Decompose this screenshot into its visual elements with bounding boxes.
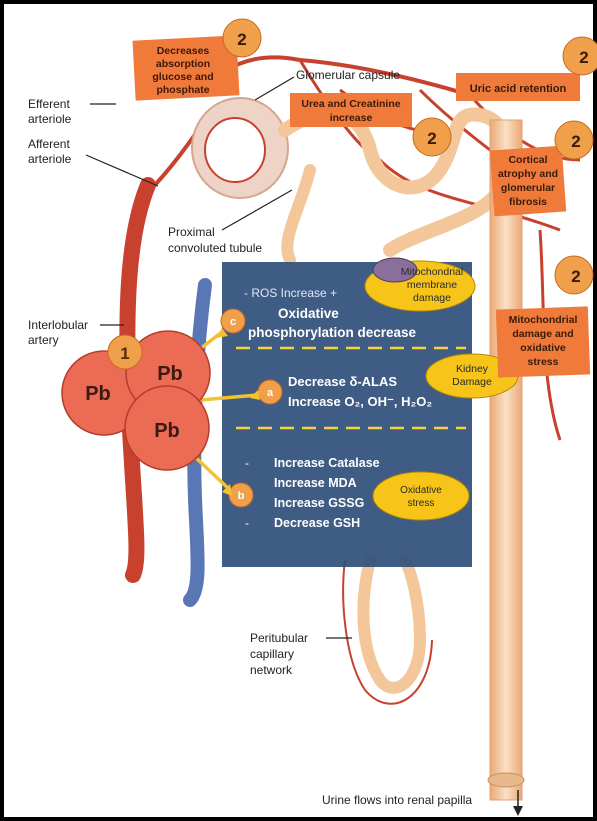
collecting-duct-end (488, 773, 524, 787)
oxidative-line1: Oxidative (278, 306, 339, 321)
absorption-line1: Decreases (157, 45, 210, 57)
urea-line1: Urea and Creatinine (301, 98, 400, 110)
afferent-label-line2: arteriole (28, 152, 72, 166)
mito-stress-line4: stress (528, 356, 559, 368)
marker-catalase: Increase Catalase (274, 456, 380, 470)
step-a-badge: a (258, 380, 282, 404)
kidney-damage-line2: Damage (452, 376, 492, 388)
cortical-line1: Cortical (508, 154, 547, 166)
efferent-label-line1: Efferent (28, 97, 70, 111)
mito-stress-line2: damage and (512, 328, 573, 340)
oxidative-stress-line2: stress (408, 498, 435, 509)
efferent-label-line2: arteriole (28, 112, 72, 126)
mito-stress-line1: Mitochondrial (509, 314, 578, 326)
uric-text: Uric acid retention (470, 83, 567, 95)
uric-badge-label: 2 (579, 48, 588, 67)
entry-badge-label: 1 (120, 344, 129, 363)
step-b-label: b (238, 490, 245, 502)
afferent-label-line1: Afferent (28, 137, 70, 151)
absorption-badge-label: 2 (237, 30, 246, 49)
collecting-duct (490, 120, 522, 800)
step-c-badge: c (221, 309, 245, 333)
marker-mda: Increase MDA (274, 476, 357, 490)
step-a-label: a (267, 387, 274, 399)
marker-gsh: Decrease GSH (274, 516, 360, 530)
bullet-4: - (245, 516, 249, 530)
absorption-line4: phosphate (156, 84, 209, 96)
proximal-label-line1: Proximal (168, 225, 215, 239)
marker-gssg: Increase GSSG (274, 496, 364, 510)
peritubular-label-line3: network (250, 663, 293, 677)
interlobular-label-line1: Interlobular (28, 318, 88, 332)
cortical-line3: glomerular (501, 182, 555, 194)
bullet-1: - (245, 456, 249, 470)
cortical-line4: fibrosis (509, 196, 547, 208)
glomerulus (205, 118, 265, 182)
urine-label: Urine flows into renal papilla (322, 793, 472, 807)
mito-stress-badge-label: 2 (571, 267, 580, 286)
urea-badge-label: 2 (427, 129, 436, 148)
oxidative-stress-callout (373, 472, 469, 520)
step-b-badge: b (229, 483, 253, 507)
glomerular-capsule-label: Glomerular capsule (296, 68, 400, 82)
pb-label-top: Pb (157, 363, 183, 385)
mito-stress-line3: oxidative (520, 342, 566, 354)
mito-membrane-line2: membrane (407, 279, 457, 291)
urea-line2: increase (330, 112, 373, 124)
peritubular-label-line1: Peritubular (250, 631, 308, 645)
ros-species-text: Increase O₂, OH⁻, H₂O₂ (288, 394, 432, 409)
interlobular-label-line2: artery (28, 333, 59, 347)
oxidative-stress-line1: Oxidative (400, 485, 442, 496)
pb-label-left: Pb (85, 383, 111, 405)
ros-increase-text: - ROS Increase + (244, 286, 337, 300)
alas-text: Decrease δ-ALAS (288, 374, 397, 389)
peritubular-label-line2: capillary (250, 647, 294, 661)
mito-membrane-line1: Mitochondrial (401, 266, 463, 278)
oxidative-line2: phosphorylation decrease (248, 325, 417, 340)
step-c-label: c (230, 316, 236, 328)
mito-membrane-line3: damage (413, 292, 451, 304)
cortical-line2: atrophy and (498, 168, 558, 180)
cortical-badge-label: 2 (571, 132, 580, 151)
absorption-line3: glucose and (152, 71, 213, 83)
kidney-damage-line1: Kidney (456, 363, 489, 375)
absorption-line2: absorption (156, 58, 210, 70)
pb-label-bottom: Pb (154, 420, 180, 442)
proximal-label-line2: convoluted tubule (168, 241, 262, 255)
